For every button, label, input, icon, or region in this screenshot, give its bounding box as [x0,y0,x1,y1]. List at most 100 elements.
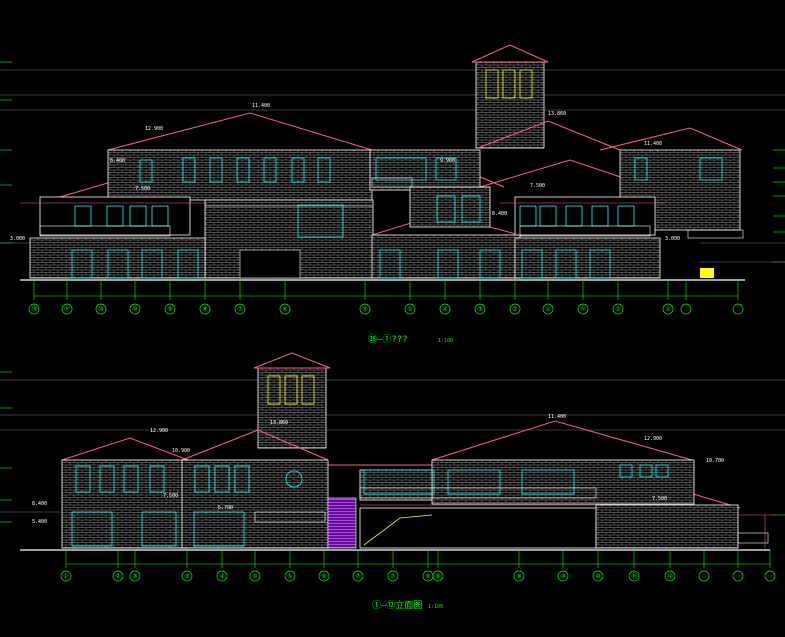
axis-bubble [732,570,744,582]
axis-label: ⑤ [252,573,257,580]
axis-bubble [216,570,228,582]
axis-bubble [612,303,624,315]
upper-elevation-title: ㉘—①??? [368,334,408,345]
upper-datum-lines [0,69,785,263]
lower-elevation-markers: 13.860 12.900 10.900 8.400 5.400 7.500 5… [32,414,724,525]
axis-bubble [129,303,141,315]
lower-elevation-title: ①—⑫立面图 [372,599,422,611]
axis-bubble [318,570,330,582]
axis-bubble [513,570,525,582]
axis-label: ⑤ [407,306,412,313]
lower-elevation: 13.860 12.900 10.900 8.400 5.400 7.500 5… [0,352,785,611]
lower-datum-lines [0,379,785,513]
axis-label: ④ [219,573,224,580]
axis-label: ⑤ [362,306,367,313]
axis-label: ⑱ [31,305,37,313]
axis-label: ① [545,306,550,313]
axis-label: ② [115,573,120,580]
upper-elevation-markers: 11.400 12.900 13.860 11.400 8.400 7.500 … [10,103,680,242]
axis-bubble [577,303,589,315]
lower-elev-mark: 8.400 [32,501,47,507]
axis-bubble [387,570,399,582]
axis-label: ⑧ [425,573,430,580]
axis-bubble [60,570,72,582]
axis-bubble [732,303,744,315]
axis-label: ⑦ [355,573,360,580]
axis-bubble [542,303,554,315]
upper-elev-mark: 11.400 [252,103,270,109]
axis-bubble [432,570,444,582]
axis-bubble [439,303,451,315]
axis-bubble [698,570,710,582]
lower-tower [253,352,331,449]
upper-elev-mark: 8.400 [492,211,507,217]
upper-axis-row: ⑱ ⑪ ⑩ ⑩ ⑨ ⑧ ⑦ ⑥ ⑤ ⑤ ④ ③ ② ① ⑫ ② ① [28,280,744,315]
axis-bubble [404,303,416,315]
lower-elev-mark: 12.900 [644,436,662,442]
upper-elev-mark: 12.900 [145,126,163,132]
axis-label: ⑨ [516,573,521,580]
axis-label: ② [615,306,620,313]
axis-label: ⑧ [202,306,207,313]
lower-elev-mark: 10.900 [172,448,190,454]
axis-label: ⑩ [595,573,600,580]
axis-label: ⑩ [98,306,103,313]
axis-label: ⑤ [287,573,292,580]
axis-label: ③ [477,306,482,313]
axis-label: ① [63,573,68,580]
axis-label: ⑫ [580,305,586,313]
axis-label: ⑩ [132,306,137,313]
upper-elevation: 11.400 12.900 13.860 11.400 8.400 7.500 … [0,44,785,345]
axis-label: ⑪ [64,305,70,313]
upper-balconies [39,177,651,279]
axis-bubble [352,570,364,582]
upper-facades [29,149,741,279]
lower-elev-mark: 7.500 [652,496,667,502]
axis-bubble [112,570,124,582]
lower-elev-mark: 11.400 [548,414,566,420]
upper-elev-mark: 13.860 [548,111,566,117]
axis-bubble [279,303,291,315]
lower-facades [61,459,739,549]
axis-bubble [95,303,107,315]
upper-elev-mark: 3.000 [10,236,25,242]
axis-bubble [664,570,676,582]
axis-bubble [359,303,371,315]
upper-elev-mark: 8.400 [110,158,125,164]
lower-elev-mark: 13.860 [270,420,288,426]
axis-label: ⑥ [282,306,287,313]
axis-bubble [61,303,73,315]
axis-label: ③ [132,573,137,580]
axis-label: ② [512,306,517,313]
axis-bubble [249,570,261,582]
lower-elevation-scale: 1:100 [428,604,443,610]
lower-elev-mark: 12.900 [150,428,168,434]
axis-bubble [592,570,604,582]
axis-bubble [680,303,692,315]
axis-label: ⑦ [237,306,242,313]
axis-bubble [28,303,40,315]
axis-label: ④ [442,306,447,313]
axis-label: ⑥ [321,573,326,580]
upper-elev-mark: 3.000 [665,236,680,242]
lower-ramp [363,514,433,546]
axis-label: ① [665,306,670,313]
upper-elevation-scale: 1:100 [438,338,453,344]
axis-bubble [284,570,296,582]
upper-elev-mark: 7.500 [135,186,150,192]
axis-bubble [199,303,211,315]
upper-elev-mark: 9.900 [440,158,455,164]
axis-bubble [764,570,776,582]
axis-label: ⑨ [435,573,440,580]
axis-label: ⑫ [667,572,673,580]
upper-side-wall [687,229,744,278]
upper-elev-mark: 11.400 [644,141,662,147]
axis-label: ⑨ [167,306,172,313]
upper-elev-mark: 7.500 [530,183,545,189]
axis-bubble [557,570,569,582]
axis-label: ⑦ [390,573,395,580]
axis-bubble [164,303,176,315]
axis-bubble [662,303,674,315]
